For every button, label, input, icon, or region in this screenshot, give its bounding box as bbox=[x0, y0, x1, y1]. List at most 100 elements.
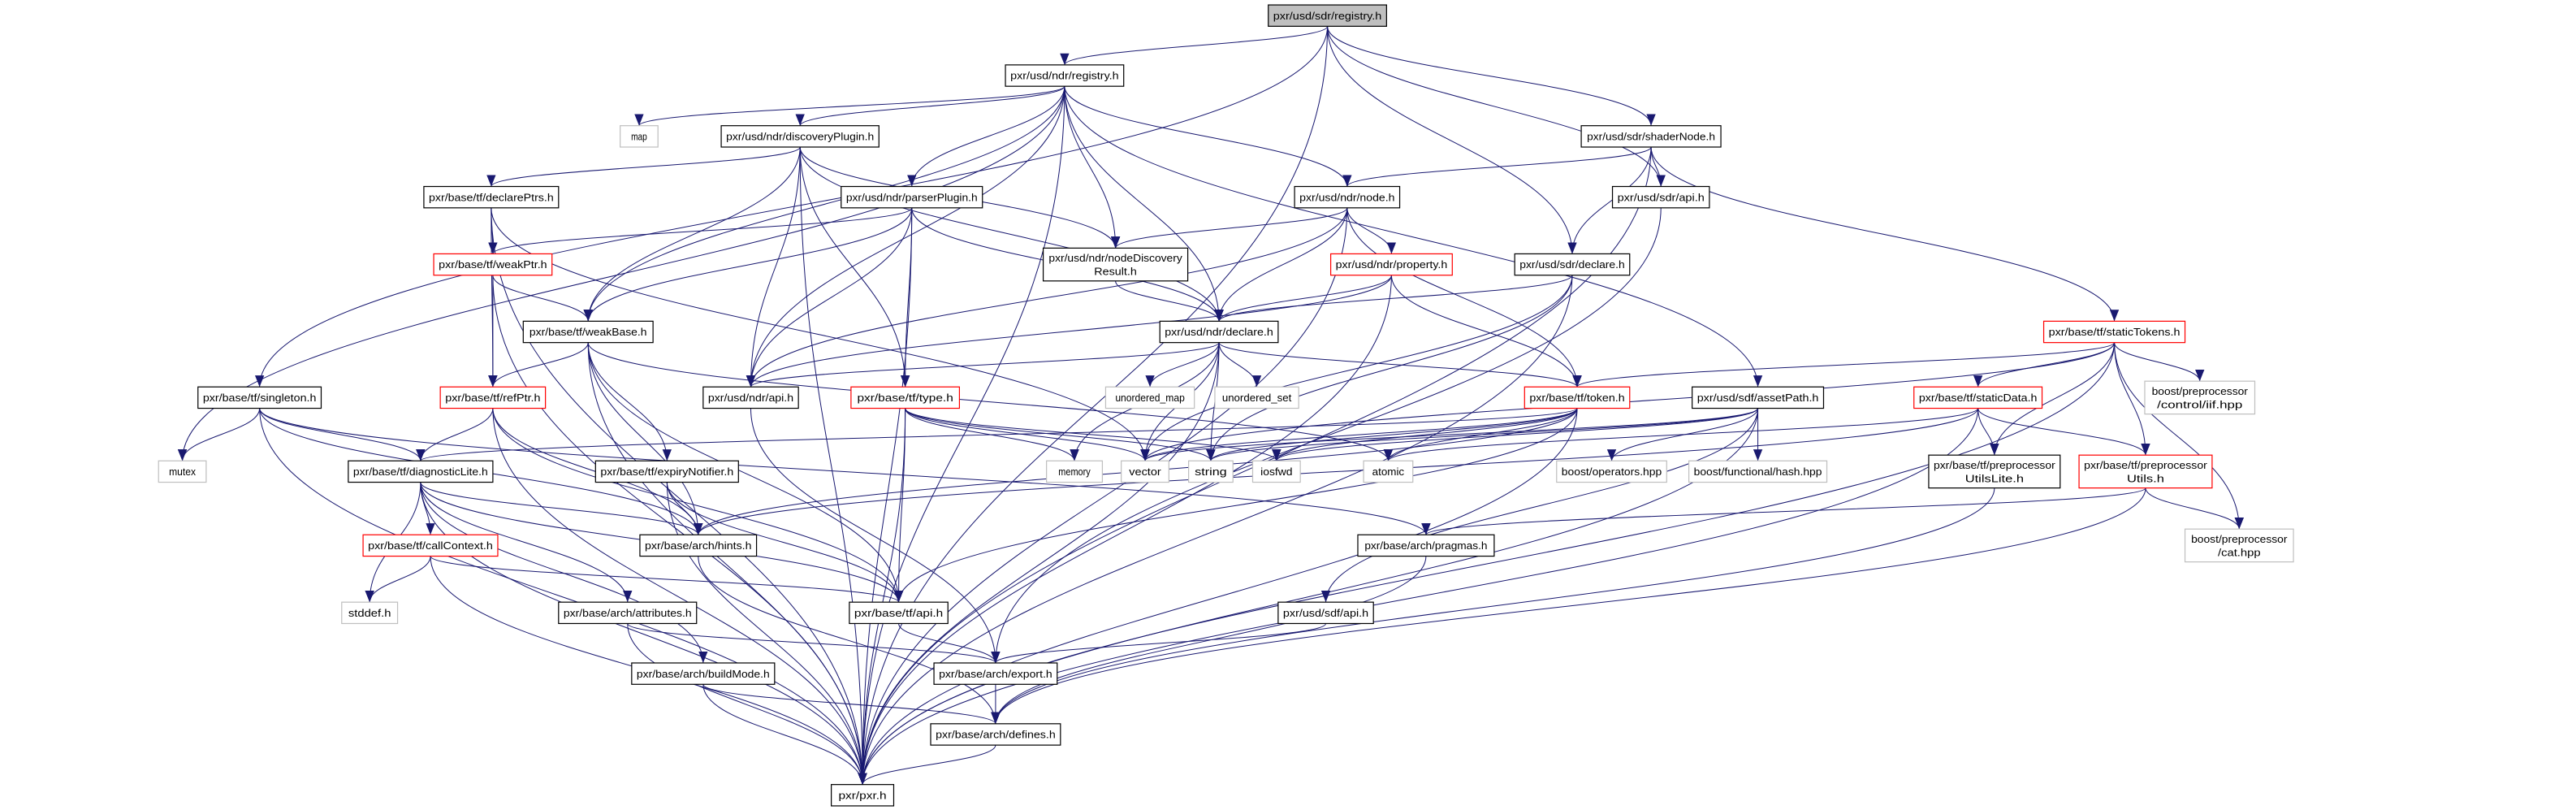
node-unordered-set[interactable]: unordered_set bbox=[1214, 386, 1299, 409]
node-label: pxr/base/tf/expiryNotifier.h bbox=[600, 466, 733, 478]
edge-ndr_registry-to-map bbox=[634, 85, 1065, 127]
node-iif[interactable]: boost/preprocessor/control/iif.hpp bbox=[2144, 380, 2256, 415]
node-pragmas[interactable]: pxr/base/arch/pragmas.h bbox=[1357, 534, 1495, 557]
node-staticTokens[interactable]: pxr/base/tf/staticTokens.h bbox=[2042, 320, 2186, 344]
node-pxr[interactable]: pxr/pxr.h bbox=[831, 784, 895, 807]
node-label: memory bbox=[1058, 466, 1091, 478]
node-memory[interactable]: memory bbox=[1046, 460, 1104, 483]
node-label: pxr/base/tf/weakPtr.h bbox=[439, 258, 547, 271]
node-box bbox=[2144, 380, 2256, 415]
node-buildMode[interactable]: pxr/base/arch/buildMode.h bbox=[631, 662, 776, 685]
node-box bbox=[831, 784, 895, 807]
nodes-layer: pxr/usd/sdr/registry.h pxr/usd/ndr/regist… bbox=[158, 4, 2294, 807]
node-defines[interactable]: pxr/base/arch/defines.h bbox=[930, 723, 1061, 746]
node-label: pxr/base/tf/weakBase.h bbox=[529, 326, 647, 338]
edge-sdr_registry-to-sdr_declare bbox=[1327, 26, 1577, 254]
edge-ppUtils-to-cat bbox=[2145, 487, 2244, 530]
node-box bbox=[1104, 386, 1195, 409]
edge-staticTokens-to-ppUtilsLite bbox=[1990, 342, 2116, 456]
edge-attributes-to-export bbox=[627, 623, 1001, 664]
node-box bbox=[1556, 460, 1667, 483]
node-label: boost/functional/hash.hpp bbox=[1694, 466, 1822, 478]
node-sdr-registry[interactable]: pxr/usd/sdr/registry.h bbox=[1268, 4, 1387, 27]
node-box bbox=[720, 125, 880, 148]
node-ndr-api[interactable]: pxr/usd/ndr/api.h bbox=[702, 386, 799, 409]
edge-singleton-to-mutex bbox=[177, 408, 261, 461]
node-box bbox=[1611, 185, 1710, 209]
node-weakPtr[interactable]: pxr/base/tf/weakPtr.h bbox=[433, 253, 553, 276]
node-vector[interactable]: vector bbox=[1121, 460, 1169, 483]
node-declarePtrs[interactable]: pxr/base/tf/declarePtrs.h bbox=[423, 185, 560, 209]
node-sdr-declare[interactable]: pxr/usd/sdr/declare.h bbox=[1514, 253, 1631, 276]
node-label: pxr/base/tf/callContext.h bbox=[368, 539, 493, 552]
node-iosfwd[interactable]: iosfwd bbox=[1251, 460, 1301, 483]
edge-token-to-vector bbox=[1140, 408, 1578, 461]
edge-weakBase-to-refPtr bbox=[488, 342, 589, 388]
node-label: pxr/usd/ndr/node.h bbox=[1299, 191, 1394, 203]
node-atomic[interactable]: atomic bbox=[1363, 460, 1414, 483]
edge-type-to-string bbox=[905, 408, 1216, 461]
edge-parserPlugin-to-weakPtr bbox=[488, 207, 913, 254]
node-discoveryPlugin[interactable]: pxr/usd/ndr/discoveryPlugin.h bbox=[720, 125, 880, 148]
node-shaderNode[interactable]: pxr/usd/sdr/shaderNode.h bbox=[1580, 125, 1722, 148]
node-ndr-declare[interactable]: pxr/usd/ndr/declare.h bbox=[1159, 320, 1279, 344]
node-staticData[interactable]: pxr/base/tf/staticData.h bbox=[1913, 386, 2043, 409]
node-cat[interactable]: boost/preprocessor/cat.hpp bbox=[2184, 528, 2294, 563]
node-boost-operators[interactable]: boost/operators.hpp bbox=[1556, 460, 1667, 483]
node-parserPlugin[interactable]: pxr/usd/ndr/parserPlugin.h bbox=[841, 185, 983, 209]
node-attributes[interactable]: pxr/base/arch/attributes.h bbox=[558, 601, 698, 625]
node-ndr-node[interactable]: pxr/usd/ndr/node.h bbox=[1294, 185, 1401, 209]
node-tf-api[interactable]: pxr/base/tf/api.h bbox=[849, 601, 949, 625]
edge-attributes-to-pxr bbox=[627, 623, 867, 785]
node-string[interactable]: string bbox=[1188, 460, 1234, 483]
node-label: pxr/base/tf/preprocessor bbox=[1934, 459, 2055, 471]
edge-callContext-to-stddef bbox=[365, 556, 431, 603]
edge-callContext-to-tf_api bbox=[430, 556, 903, 603]
node-assetPath[interactable]: pxr/usd/sdf/assetPath.h bbox=[1692, 386, 1825, 409]
edge-sdr_declare-to-ndr_declare bbox=[1214, 275, 1573, 322]
node-box bbox=[1005, 64, 1125, 87]
node-box bbox=[1329, 253, 1453, 276]
node-weakBase[interactable]: pxr/base/tf/weakBase.h bbox=[522, 320, 654, 344]
edge-staticData-to-ppUtilsLite bbox=[1977, 408, 1999, 456]
edge-discoveryPlugin-to-pxr bbox=[799, 146, 867, 785]
node-sdf-api[interactable]: pxr/usd/sdf/api.h bbox=[1277, 601, 1374, 625]
edge-hints-to-defines bbox=[698, 556, 1001, 724]
node-hints[interactable]: pxr/base/arch/hints.h bbox=[639, 534, 758, 557]
edge-discoveryPlugin-to-declarePtrs bbox=[486, 146, 801, 187]
node-box bbox=[1268, 4, 1387, 27]
node-box bbox=[1928, 454, 2061, 489]
edge-buildMode-to-pxr bbox=[702, 684, 867, 785]
node-box bbox=[1294, 185, 1401, 209]
edge-ndr_registry-to-ndr_declare bbox=[1064, 86, 1224, 322]
edge-weakBase-to-hints bbox=[587, 342, 703, 535]
edge-staticData-to-hints bbox=[694, 408, 1979, 535]
node-property[interactable]: pxr/usd/ndr/property.h bbox=[1329, 253, 1453, 276]
node-ndr-registry[interactable]: pxr/usd/ndr/registry.h bbox=[1005, 64, 1125, 87]
node-mutex[interactable]: mutex bbox=[158, 460, 207, 483]
node-box bbox=[1688, 460, 1828, 483]
node-export[interactable]: pxr/base/arch/export.h bbox=[933, 662, 1058, 685]
edge-expiryNotifier-to-pxr bbox=[666, 482, 867, 785]
node-diagnosticLite[interactable]: pxr/base/tf/diagnosticLite.h bbox=[348, 460, 494, 483]
edge-ndr_registry-to-discoveryPlugin bbox=[795, 85, 1065, 126]
edge-shaderNode-to-sdr_declare bbox=[1567, 146, 1652, 254]
node-label: iosfwd bbox=[1260, 466, 1292, 478]
node-stddef[interactable]: stddef.h bbox=[341, 601, 399, 625]
node-singleton[interactable]: pxr/base/tf/singleton.h bbox=[197, 386, 322, 409]
node-token[interactable]: pxr/base/tf/token.h bbox=[1524, 386, 1631, 409]
node-sdr-api[interactable]: pxr/usd/sdr/api.h bbox=[1611, 185, 1710, 209]
node-type[interactable]: pxr/base/tf/type.h bbox=[850, 386, 961, 409]
node-map[interactable]: map bbox=[620, 125, 659, 148]
node-expiryNotifier[interactable]: pxr/base/tf/expiryNotifier.h bbox=[594, 460, 739, 483]
node-refPtr[interactable]: pxr/base/tf/refPtr.h bbox=[439, 386, 547, 409]
node-boost-hash[interactable]: boost/functional/hash.hpp bbox=[1688, 460, 1828, 483]
edge-declarePtrs-to-pxr bbox=[491, 207, 867, 785]
node-callContext[interactable]: pxr/base/tf/callContext.h bbox=[362, 534, 499, 557]
node-unordered-map[interactable]: unordered_map bbox=[1104, 386, 1195, 409]
edge-sdr_registry-to-ndr_registry bbox=[1060, 25, 1329, 66]
